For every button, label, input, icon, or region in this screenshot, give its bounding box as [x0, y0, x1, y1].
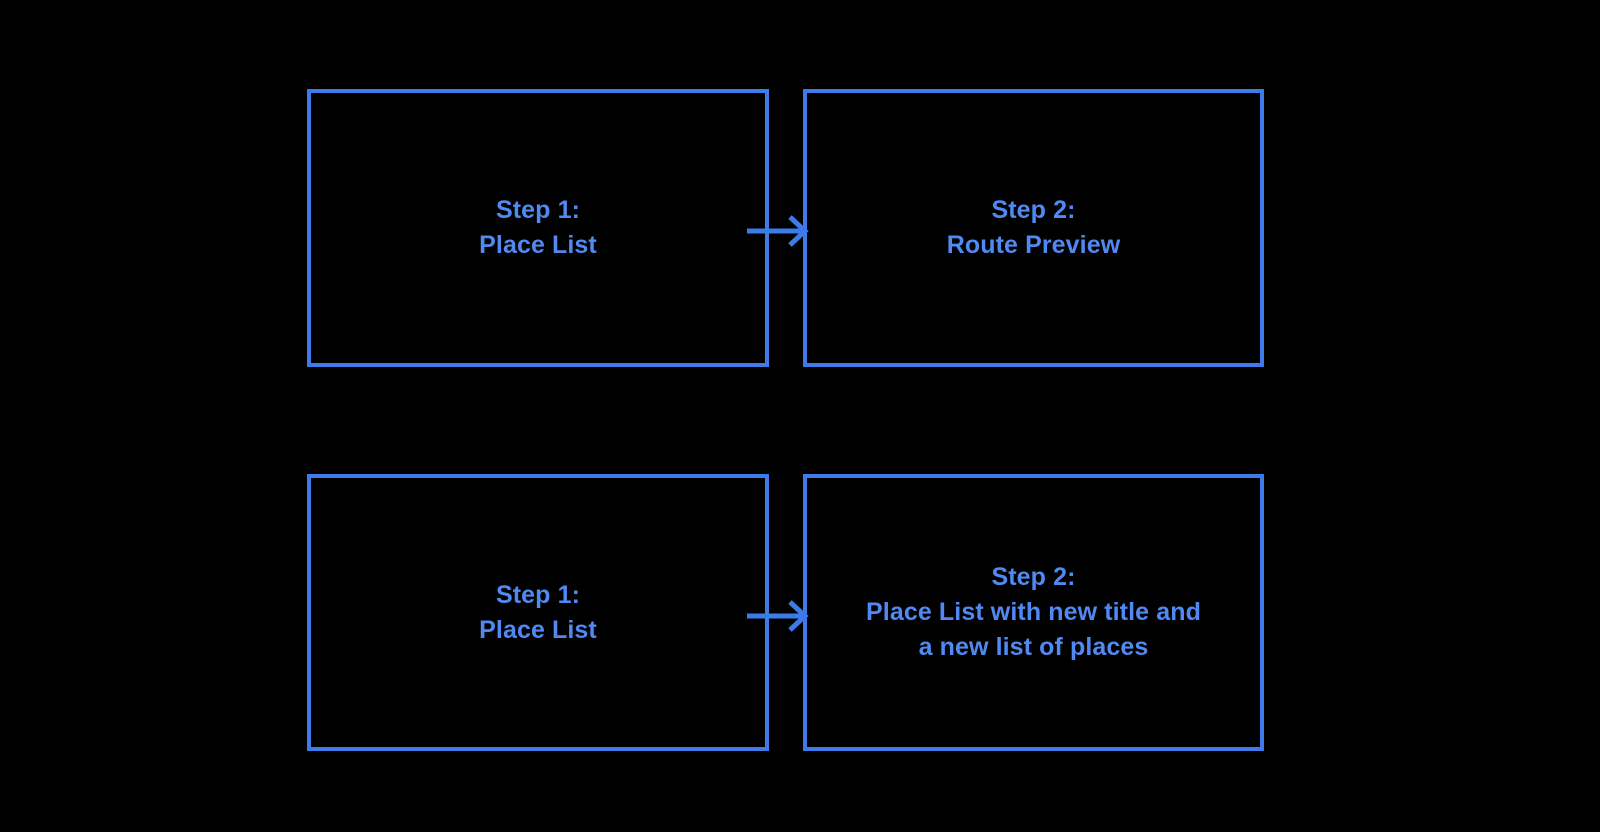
step-box-label: Step 2: Place List with new title and a …	[866, 563, 1201, 661]
step-box-r2-step2[interactable]: Step 2: Place List with new title and a …	[803, 474, 1264, 751]
step-box-label: Step 1: Place List	[479, 196, 597, 259]
step-box-label: Step 1: Place List	[479, 580, 597, 644]
step-box-r1-step1[interactable]: Step 1: Place List	[307, 89, 769, 367]
step-box-label: Step 2: Route Preview	[946, 196, 1121, 259]
step-box-r1-step2[interactable]: Step 2: Route Preview	[803, 89, 1264, 367]
step-box-r2-step1[interactable]: Step 1: Place List	[307, 474, 769, 751]
